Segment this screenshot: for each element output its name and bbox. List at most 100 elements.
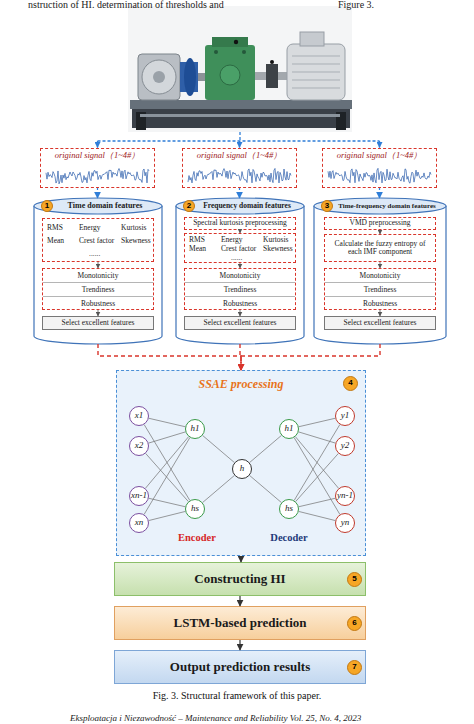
node-text: Time-frequency domain features	[332, 200, 442, 212]
neuron-node: x1	[129, 406, 149, 426]
test-rig-photo	[292, 88, 340, 89]
metric-box: MonotonicityTrendinessRobustness	[324, 268, 436, 310]
test-rig-photo	[132, 108, 350, 128]
ssae-panel: SSAE processingEncoderDecoder4x1x2xn-1xn…	[116, 370, 366, 556]
figure-caption: Fig. 3. Structural framework of this pap…	[0, 690, 474, 701]
node-text: Skewness	[121, 235, 151, 247]
node-text: x1	[133, 411, 146, 421]
feature-box: VMD preprocessing	[324, 217, 436, 230]
connector	[149, 418, 186, 426]
connector	[299, 511, 336, 520]
node-text: ......	[89, 248, 100, 260]
test-rig-photo	[242, 50, 246, 54]
signal-distribution-lines	[379, 141, 380, 148]
node-text: original signal（1~4#）	[195, 151, 285, 160]
neuron-node: h	[232, 459, 252, 479]
node-text: Mean	[47, 235, 64, 247]
test-rig-photo	[287, 44, 345, 100]
node-text: Monotonicity	[43, 269, 153, 283]
test-rig-photo	[292, 80, 340, 81]
test-rig-photo	[220, 65, 240, 85]
node-text: h1	[283, 424, 296, 434]
node-text: Trendiness	[43, 283, 153, 297]
connector	[250, 435, 282, 462]
node-text: Monotonicity	[185, 269, 295, 283]
cylinder-body	[314, 206, 446, 344]
node-text: original signal（1~4#）	[53, 151, 143, 160]
test-rig-photo	[292, 64, 340, 65]
step-number: 7	[347, 660, 362, 675]
connector	[294, 438, 340, 515]
node-text: 4	[346, 379, 354, 388]
connector	[294, 425, 340, 501]
node-text: h	[238, 464, 247, 474]
cylinder-body	[176, 206, 304, 344]
node-text: Select excellent features	[342, 319, 419, 327]
node-text: Select excellent features	[60, 319, 137, 327]
node-text: 5	[350, 575, 358, 584]
node-text: Encoder	[157, 531, 237, 545]
node-text: h1	[189, 424, 202, 434]
node-text: 2	[185, 202, 193, 211]
connector	[149, 511, 186, 520]
node-text: Decoder	[249, 531, 329, 545]
page-label: Eksploatacja i Niezawodność – Maintenanc…	[70, 713, 361, 723]
connector	[144, 425, 190, 501]
node-text: Spectral kurtosis preprocessing	[191, 219, 289, 227]
process-box: LSTM-based prediction6	[114, 606, 366, 640]
waveform	[46, 169, 149, 184]
node-text: Kurtosis	[263, 235, 288, 245]
connector	[239, 640, 240, 650]
signal-box: original signal（1~4#）	[40, 148, 155, 188]
metric-box: MonotonicityTrendinessRobustness	[42, 268, 154, 310]
test-rig-photo	[212, 37, 248, 47]
waveform	[328, 168, 431, 183]
signal-distribution-lines	[239, 141, 240, 148]
neuron-node: y2	[335, 436, 355, 456]
node-text: SSAE processing	[117, 377, 365, 391]
test-rig-photo	[153, 71, 165, 83]
node-text: 3	[323, 202, 331, 211]
connector	[299, 498, 336, 506]
test-rig-photo	[130, 100, 352, 109]
test-rig-photo	[266, 64, 278, 88]
signal-waveforms	[46, 168, 431, 184]
signal-box: original signal（1~4#）	[322, 148, 437, 188]
feature-box: RMSMeanEnergyCrest factorKurtosisSkewnes…	[42, 218, 154, 262]
connector	[203, 435, 235, 462]
test-rig-photo	[214, 50, 218, 54]
node-text: Kurtosis	[121, 222, 146, 234]
test-rig-photo	[292, 72, 340, 73]
node-text: Robustness	[43, 297, 153, 311]
connector	[146, 453, 189, 501]
cylinder-body	[34, 206, 162, 344]
test-rig-photo	[140, 114, 340, 117]
connector	[296, 453, 339, 501]
node-text: x2	[133, 441, 146, 451]
neuron-node: y1	[335, 406, 355, 426]
connector	[380, 230, 381, 234]
test-rig-photo	[270, 60, 274, 64]
step-number: 3	[321, 200, 333, 212]
node-text: Crest factor	[79, 235, 114, 247]
test-rig-photo	[234, 40, 238, 44]
feature-box: Calculate the fuzzy entropy of each IMF …	[324, 234, 436, 262]
node-text: hs	[283, 504, 295, 514]
select-box: Select excellent features	[324, 316, 436, 330]
neuron-node: xn-1	[129, 486, 149, 506]
test-rig-photo	[138, 54, 180, 100]
waveform	[188, 168, 291, 183]
node-text: Robustness	[325, 297, 435, 311]
signal-distribution-lines	[239, 132, 240, 141]
neuron-node: hs	[185, 499, 205, 519]
signal-distribution-lines	[98, 140, 380, 141]
feature-cylinder: Frequency domain features2Spectral kurto…	[176, 198, 304, 344]
connector	[299, 432, 336, 443]
node-text: Calculate the fuzzy entropy of each IMF …	[325, 240, 435, 257]
connector	[239, 188, 240, 198]
neuron-node: yn-1	[335, 486, 355, 506]
neuron-node: yn	[335, 513, 355, 533]
feature-box: RMSMeanEnergyCrest factorKurtosisSkewnes…	[184, 233, 296, 263]
node-text: Robustness	[185, 297, 295, 311]
neuron-node: x2	[129, 436, 149, 456]
